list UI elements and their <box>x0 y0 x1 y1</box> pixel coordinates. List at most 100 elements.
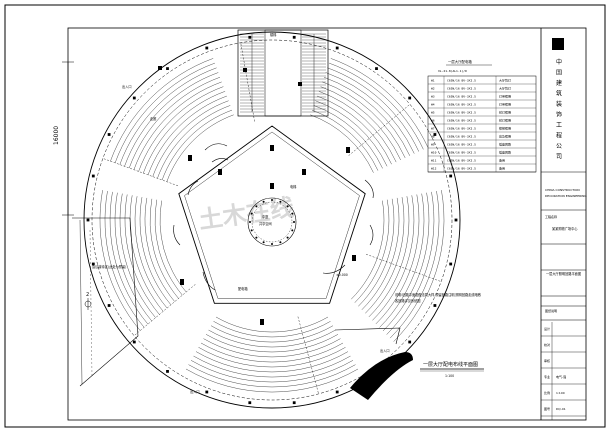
atrium-light <box>250 229 253 232</box>
legend-circuit-id: W6 <box>431 119 435 123</box>
central-pentagon-inner <box>184 131 360 299</box>
fixture-outer <box>107 133 111 136</box>
legend-circuit-id: W11 <box>431 159 437 163</box>
left-wing-label: 会议接待区(此处为预留) <box>92 264 126 269</box>
light-fixtures <box>86 35 458 405</box>
ground-hatch <box>350 352 413 400</box>
company-char: 筑 <box>556 90 562 98</box>
stair-label: 楼梯 <box>270 32 277 37</box>
fixture-outer <box>205 46 209 50</box>
fixture-top <box>298 82 302 86</box>
legend-circuit-id: W1 <box>431 79 435 83</box>
plan-scale: 1:100 <box>445 374 454 378</box>
bottom-entrance: 出入口 <box>334 327 413 400</box>
fixture-outer <box>248 401 252 405</box>
title-block-key: 比例 <box>544 390 550 395</box>
company-char: 工 <box>556 122 562 129</box>
notes-label: 图纸说明 <box>545 308 557 313</box>
fixture-outer <box>433 304 437 307</box>
legend-breaker: C65N/16 BV-3X2.5 <box>447 167 476 171</box>
atrium-light <box>279 241 282 244</box>
fixture-outer <box>248 35 252 39</box>
plan-title: 一层大厅配电布线平面图 1:100 <box>420 361 484 378</box>
legend-breaker: C65N/16 BV-3X2.5 <box>447 135 476 139</box>
dimension-value: 16000 <box>53 126 60 145</box>
legend-circuit-id: W9 <box>431 143 435 147</box>
title-block-key: 图号 <box>544 406 550 411</box>
legend-circuit-id: W10 <box>431 151 437 155</box>
fixture-outer <box>107 304 111 307</box>
atrium-light <box>291 229 294 232</box>
legend-note: 射灯照明 <box>499 110 511 115</box>
left-wing: 会议接待区(此处为预留) 2 <box>72 217 139 387</box>
company-char: 装 <box>556 100 562 108</box>
company-char: 饰 <box>556 111 562 119</box>
fixture-panel <box>188 155 192 161</box>
central-pentagon <box>178 125 366 304</box>
note-text-2: 各回路详见系统图 <box>395 298 421 303</box>
legend-breaker: C65N/16 BV-3X2.5 <box>447 127 476 131</box>
title-block-value: 电气-强 <box>556 374 566 379</box>
bottom-entrance-label: 出入口 <box>380 348 390 353</box>
company-char: 公 <box>556 143 562 150</box>
legend-breaker: C65N/16 BV-3X2.5 <box>447 119 476 123</box>
fixture-outer <box>166 370 169 373</box>
title-block-key: 校对 <box>544 342 550 347</box>
legend-breaker: C65N/16 BV-3X2.5 <box>447 103 476 107</box>
fixture-outer <box>166 67 169 70</box>
legend-note: 备用 <box>499 166 505 171</box>
atrium-light <box>291 212 294 215</box>
outer-frame <box>4 4 606 428</box>
legend-note: 应急照明 <box>499 134 511 139</box>
atrium-ring-inner <box>251 201 293 243</box>
legend-circuit-id: W7 <box>431 127 435 131</box>
fixture-outer <box>408 96 412 100</box>
company-char: 建 <box>556 79 562 87</box>
legend-breaker: C65N/16 BV-3X2.5 <box>447 151 476 155</box>
fixture-outer <box>292 401 296 405</box>
company-char: 国 <box>556 70 562 77</box>
wiring-radials <box>102 42 442 394</box>
fixture-panel <box>352 255 356 261</box>
legend-circuit-id: W12 <box>431 167 437 171</box>
title-block-key: 设计 <box>544 326 550 331</box>
legend-note: 楼梯照明 <box>499 126 511 131</box>
legend-subtitle: XL-21-8(AL1-1)/D <box>438 69 467 73</box>
title-block-key: 专业 <box>544 374 550 379</box>
label-entrance-left: 出入口 <box>122 84 132 89</box>
fixture-top <box>158 66 162 70</box>
atrium-light <box>249 221 251 223</box>
fixture-panel <box>260 319 264 325</box>
fixture-panel <box>270 145 274 151</box>
legend-note: 插座回路 <box>499 150 511 155</box>
fixture-panel <box>302 169 306 175</box>
company-logo <box>552 38 564 50</box>
atrium-light <box>250 212 253 215</box>
stair-top: 楼梯 <box>237 29 329 117</box>
atrium-ring <box>247 197 297 247</box>
atrium-light <box>279 200 282 203</box>
legend-breaker: C65N/16 BV-3X2.5 <box>447 159 476 163</box>
fixture-outer <box>454 218 458 222</box>
legend-breaker: C65N/16 BV-3X2.5 <box>447 143 476 147</box>
fixture-outer <box>91 174 95 178</box>
fixture-outer <box>433 133 437 136</box>
atrium-light <box>262 200 265 203</box>
atrium-lights <box>249 199 295 245</box>
atrium-light <box>255 236 258 239</box>
label-elevator: 电梯 <box>290 184 297 189</box>
outer-ring-dashed <box>91 39 453 401</box>
legend-note: 灯带照明 <box>499 102 511 107</box>
title-block-value: 1:100 <box>556 391 565 395</box>
legend-note: 大厅筒灯 <box>499 78 511 83</box>
company-char: 司 <box>556 154 562 161</box>
project-name: 某某购物广场中心 <box>552 226 578 231</box>
fixture-panel <box>346 147 350 153</box>
atrium-light <box>255 205 258 208</box>
dimension-16000: 16000 <box>53 61 74 216</box>
company-name-en-2: DECORATION ENGINEERING <box>545 194 587 198</box>
legend-note: 备用 <box>499 158 505 163</box>
